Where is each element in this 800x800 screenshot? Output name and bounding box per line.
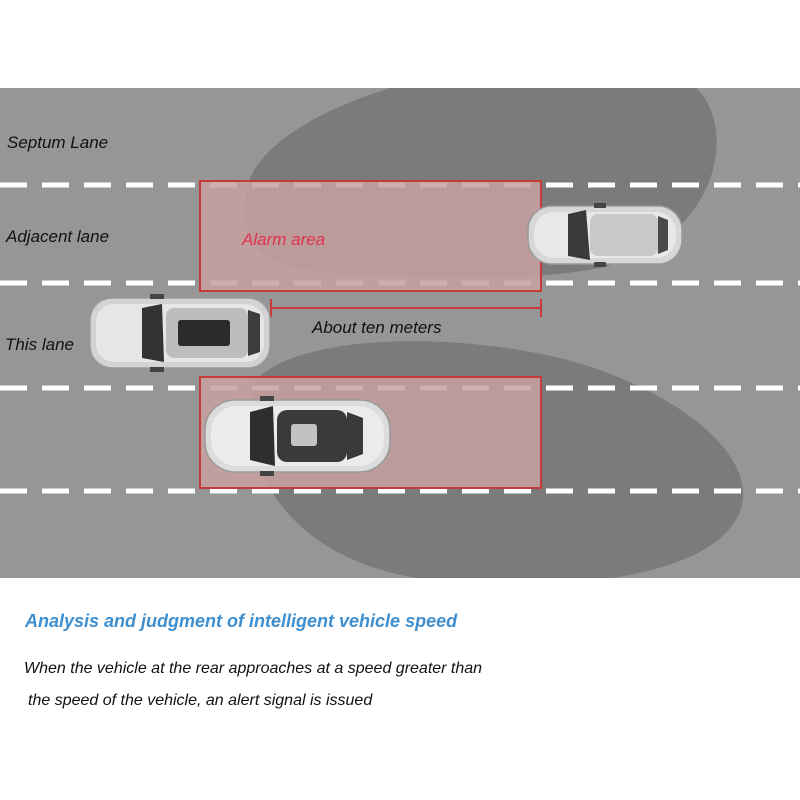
description-line-2: the speed of the vehicle, an alert signa… xyxy=(28,692,373,709)
distance-label: About ten meters xyxy=(312,318,442,337)
vehicle-lower-lane xyxy=(204,396,391,476)
section-heading: Analysis and judgment of intelligent veh… xyxy=(25,611,458,631)
alarm-area-label: Alarm area xyxy=(242,230,326,249)
vehicle-adjacent-rear xyxy=(527,203,683,267)
lane-label-septum: Septum Lane xyxy=(7,133,109,152)
distance-bracket xyxy=(270,299,542,317)
vehicle-this-lane xyxy=(89,294,271,372)
road-diagram xyxy=(0,88,800,578)
alarm-area-adjacent xyxy=(199,180,542,292)
lane-label-this: This lane xyxy=(5,335,74,354)
lane-label-adjacent: Adjacent lane xyxy=(6,227,110,246)
description-line-1: When the vehicle at the rear approaches … xyxy=(24,660,483,677)
road-scene: Septum Lane Adjacent lane This lane Alar… xyxy=(0,88,800,578)
